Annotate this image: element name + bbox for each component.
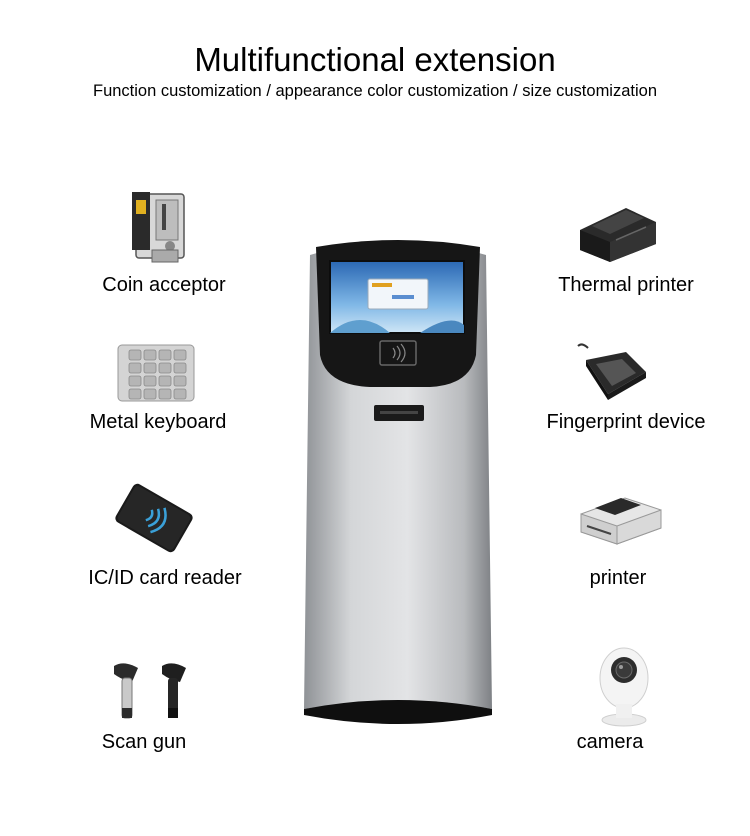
feature-label: Fingerprint device [546, 411, 706, 433]
barcode-scanner-icon [114, 663, 186, 719]
camera-icon [599, 647, 649, 727]
card-reader-icon [115, 483, 193, 553]
feature-label: IC/ID card reader [88, 567, 242, 589]
page-title: Multifunctional extension [194, 41, 556, 78]
coin-acceptor-icon [132, 192, 185, 263]
feature-label: Coin acceptor [102, 274, 226, 296]
feature-label: Metal keyboard [89, 411, 227, 433]
self-service-kiosk-icon [304, 240, 492, 724]
metal-keypad-icon [117, 344, 195, 402]
page-subtitle: Function customization / appearance colo… [92, 82, 658, 100]
printer-icon [580, 497, 662, 545]
thermal-printer-icon [580, 208, 656, 262]
feature-label: Scan gun [101, 731, 187, 753]
fingerprint-scanner-icon [577, 343, 646, 400]
feature-label: Thermal printer [558, 274, 694, 296]
feature-label: printer [589, 567, 647, 589]
feature-label: camera [576, 731, 644, 753]
